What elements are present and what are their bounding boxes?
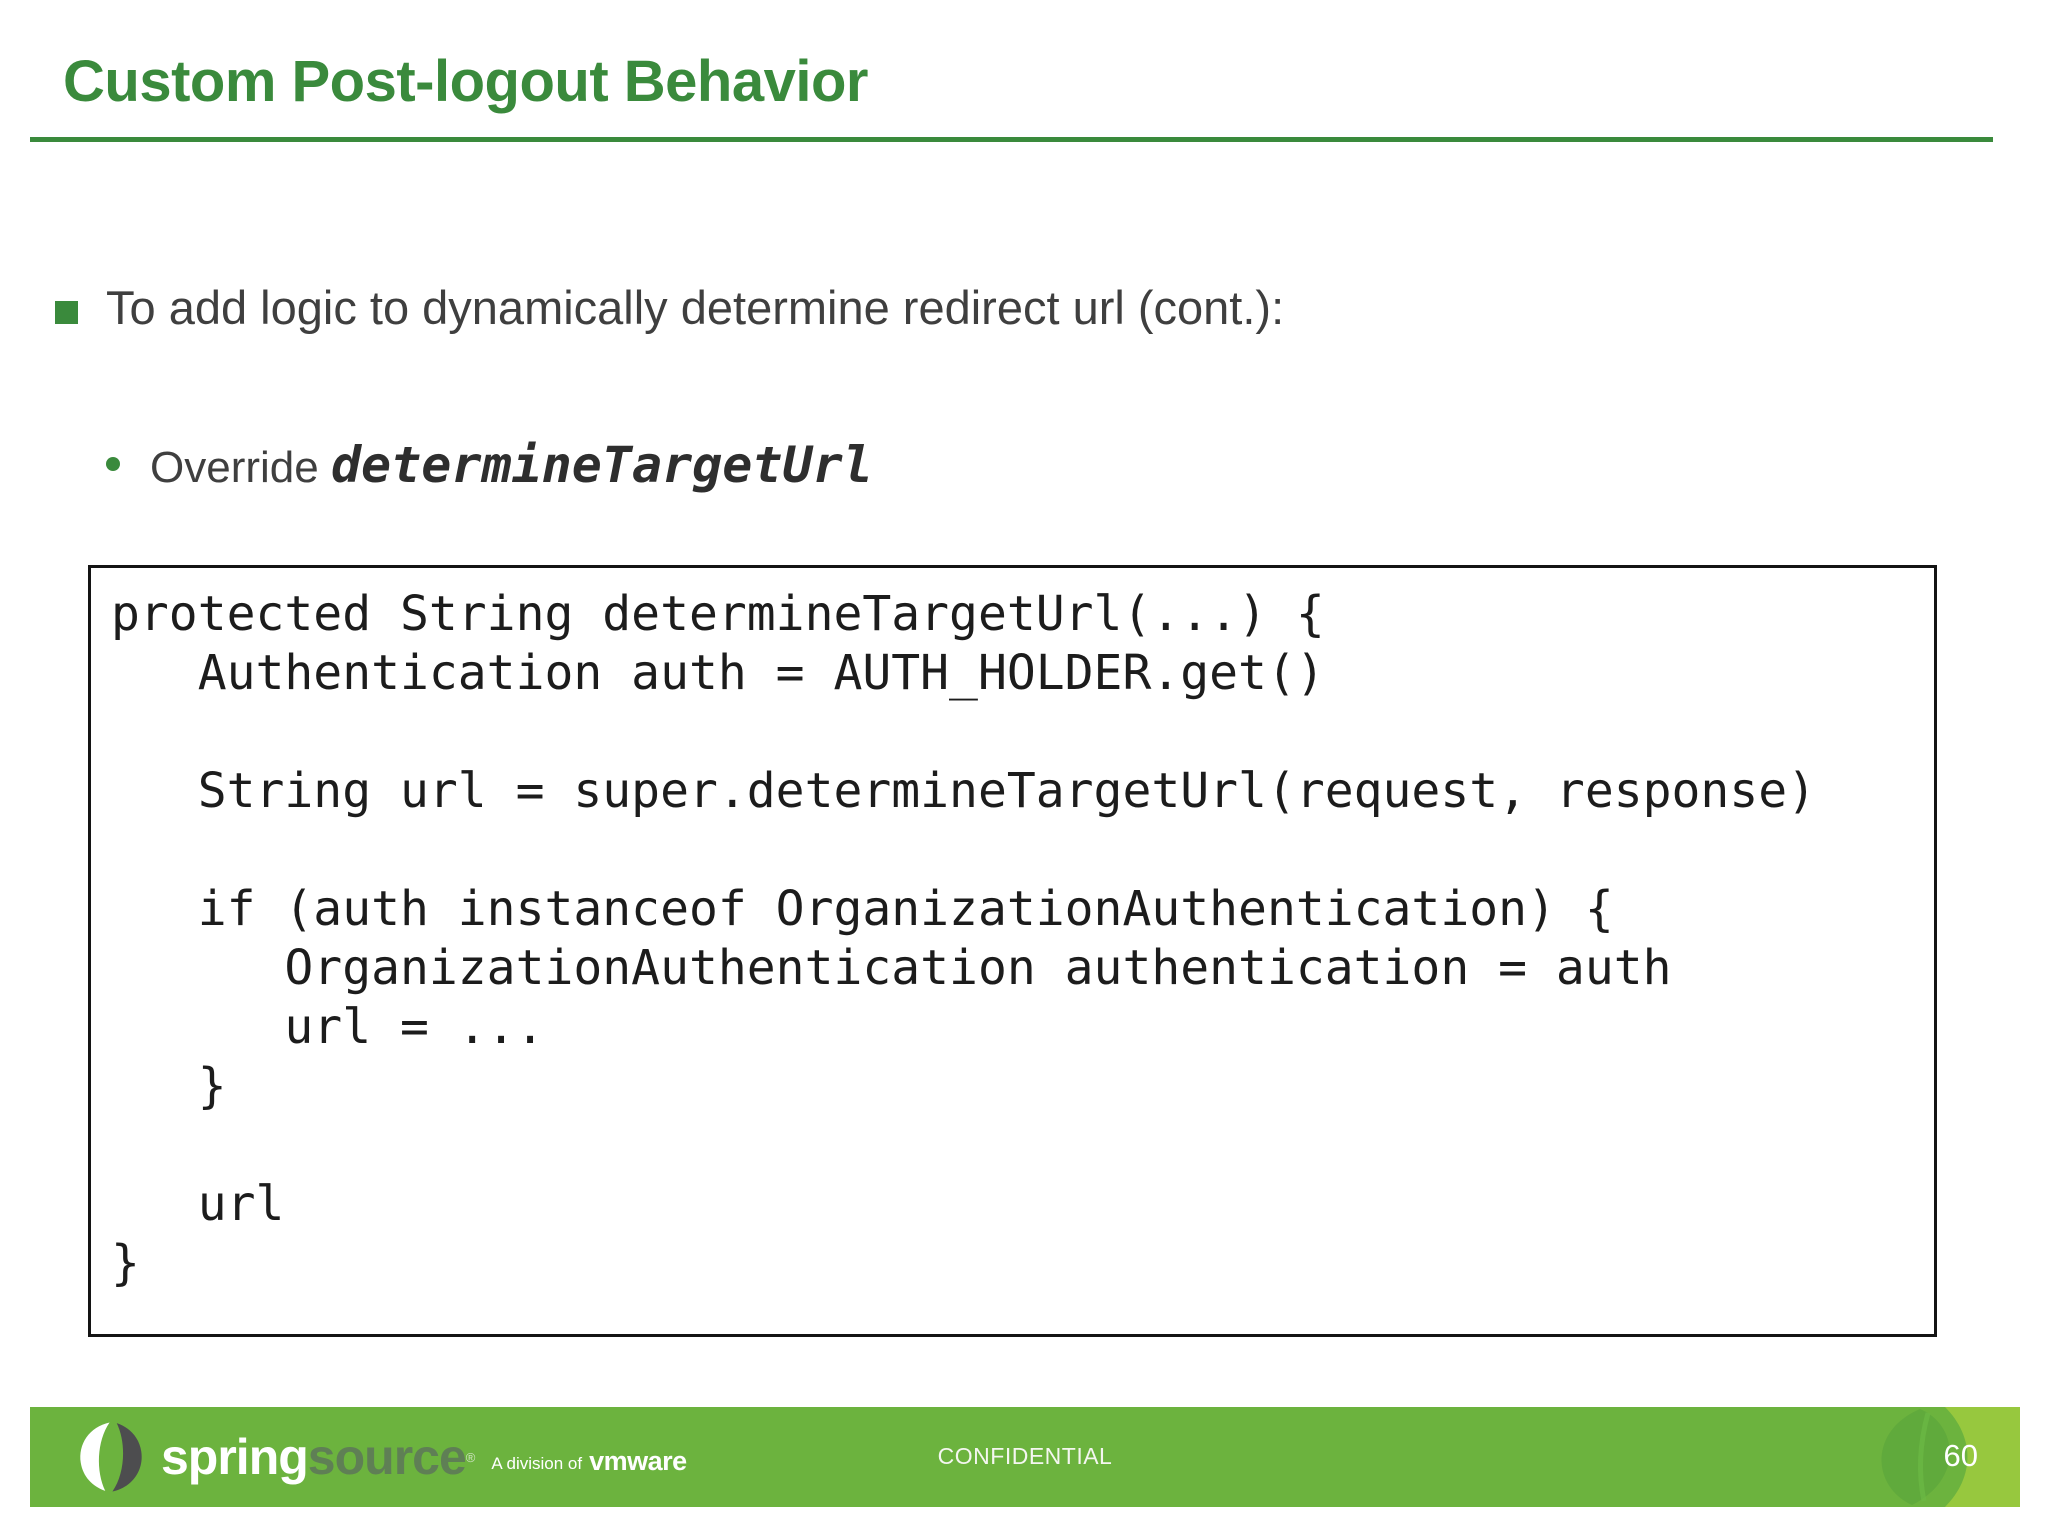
page-number: 60 [1943, 1438, 1978, 1473]
leaf-swoosh-decoration-icon [1881, 1407, 2020, 1507]
page-title: Custom Post-logout Behavior [63, 49, 868, 114]
logo-source-text: source [307, 1429, 467, 1485]
bullet-sub-code-term: determineTargetUrl [330, 436, 873, 494]
bullet-item-sub: Override determineTargetUrl [106, 432, 1806, 500]
code-block: protected String determineTargetUrl(...)… [88, 565, 1937, 1337]
bullet-sub-prefix: Override [150, 443, 331, 492]
springsource-leaf-icon [80, 1422, 142, 1492]
bullet-item-main: To add logic to dynamically determine re… [55, 276, 1855, 339]
bullet-main-text: To add logic to dynamically determine re… [106, 281, 1285, 334]
confidential-label: CONFIDENTIAL [937, 1443, 1113, 1469]
logo-division-text: A division of [491, 1454, 583, 1473]
logo-trademark: ® [465, 1449, 476, 1465]
logo-spring-text: spring [161, 1429, 309, 1485]
dot-bullet-icon [106, 457, 120, 471]
square-bullet-icon [55, 301, 78, 324]
logo-vmware-text: vmware [589, 1445, 687, 1476]
title-underline [30, 137, 1993, 142]
code-text: protected String determineTargetUrl(...)… [111, 586, 1817, 1291]
bullet-sub-text: Override determineTargetUrl [150, 432, 873, 500]
